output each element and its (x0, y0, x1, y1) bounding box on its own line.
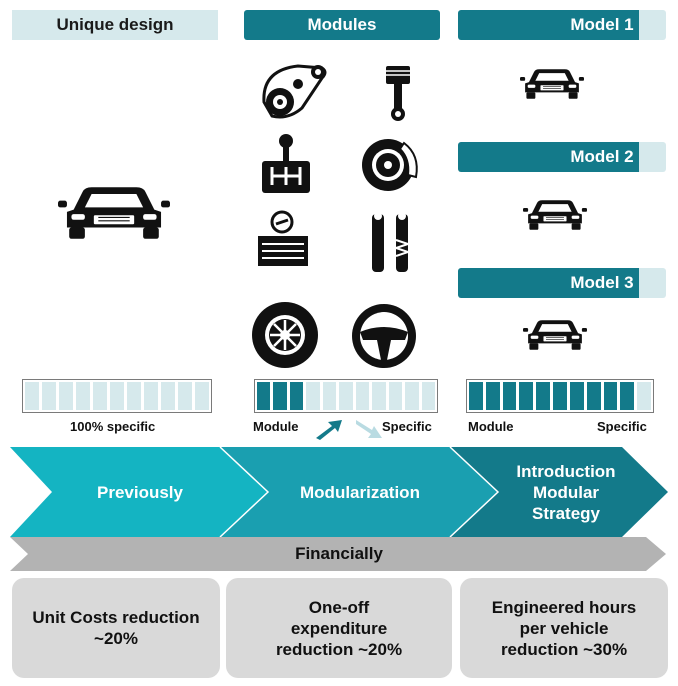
bar-segment (178, 382, 192, 410)
bar-segment (372, 382, 386, 410)
bar-segment (306, 382, 320, 410)
financial-box-unit-costs: Unit Costs reduction ~20% (12, 578, 220, 678)
chevron-introduction (450, 447, 668, 537)
bar-segment (289, 382, 304, 410)
header-model-2: Model 2 (458, 142, 666, 172)
bar-segment (273, 382, 287, 410)
timing-belt-icon (258, 62, 330, 120)
stage-previously: Previously (97, 482, 183, 502)
progress-bar-unique (22, 379, 212, 413)
bar-segment (93, 382, 107, 410)
bar-segment (25, 382, 39, 410)
bar-segment (388, 382, 403, 410)
financially-arrow (10, 537, 668, 571)
bar-segment (257, 382, 271, 410)
specific-label: Specific (597, 419, 647, 434)
arrow-down-right-icon (354, 418, 384, 440)
car-icon (520, 66, 584, 102)
stage-introduction: Introduction Modular Strategy (516, 461, 616, 523)
bar-segment (469, 382, 483, 410)
bar-segment (502, 382, 517, 410)
car-icon (58, 183, 170, 243)
header-modules: Modules (244, 10, 440, 40)
module-label: Module (468, 419, 514, 434)
bar-segment (421, 382, 435, 410)
header-model-1: Model 1 (458, 10, 666, 40)
chevron-modularization (220, 447, 498, 537)
gear-shift-icon (260, 133, 312, 195)
brake-disc-icon (352, 135, 422, 193)
chevron-previously (10, 447, 268, 537)
bar-segment (620, 382, 635, 410)
shock-absorber-icon (366, 210, 416, 278)
bar-segment (405, 382, 419, 410)
financial-box-engineered-hours: Engineered hours per vehicle reduction ~… (460, 578, 668, 678)
arrow-up-right-icon (314, 418, 344, 440)
specific-100-label: 100% specific (70, 419, 156, 434)
bar-segment (144, 382, 158, 410)
car-icon (523, 317, 587, 353)
financially-title: Financially (295, 544, 383, 563)
header-unique-design: Unique design (12, 10, 218, 40)
bar-segment (586, 382, 601, 410)
bar-segment (603, 382, 618, 410)
bar-segment (569, 382, 584, 410)
bar-segment (355, 382, 370, 410)
bar-segment (322, 382, 337, 410)
module-label: Module (253, 419, 299, 434)
bar-segment (519, 382, 534, 410)
battery-icon (254, 210, 312, 268)
bar-segment (161, 382, 175, 410)
bar-segment (42, 382, 56, 410)
header-model-3: Model 3 (458, 268, 666, 298)
bar-segment (76, 382, 90, 410)
progress-bar-modules (254, 379, 438, 413)
steering-wheel-icon (345, 300, 423, 372)
bar-segment (339, 382, 353, 410)
progress-bar-models (466, 379, 654, 413)
stage-chevrons (10, 447, 668, 537)
bar-segment (553, 382, 567, 410)
piston-icon (382, 64, 414, 122)
bar-segment (195, 382, 209, 410)
wheel-icon (250, 300, 320, 370)
bar-segment (127, 382, 141, 410)
specific-label: Specific (382, 419, 432, 434)
stage-modularization: Modularization (300, 482, 420, 502)
bar-segment (110, 382, 124, 410)
car-icon (523, 197, 587, 233)
bar-segment (637, 382, 651, 410)
financial-box-one-off: One-off expenditure reduction ~20% (226, 578, 452, 678)
bar-segment (536, 382, 551, 410)
bar-segment (485, 382, 500, 410)
bar-segment (59, 382, 73, 410)
